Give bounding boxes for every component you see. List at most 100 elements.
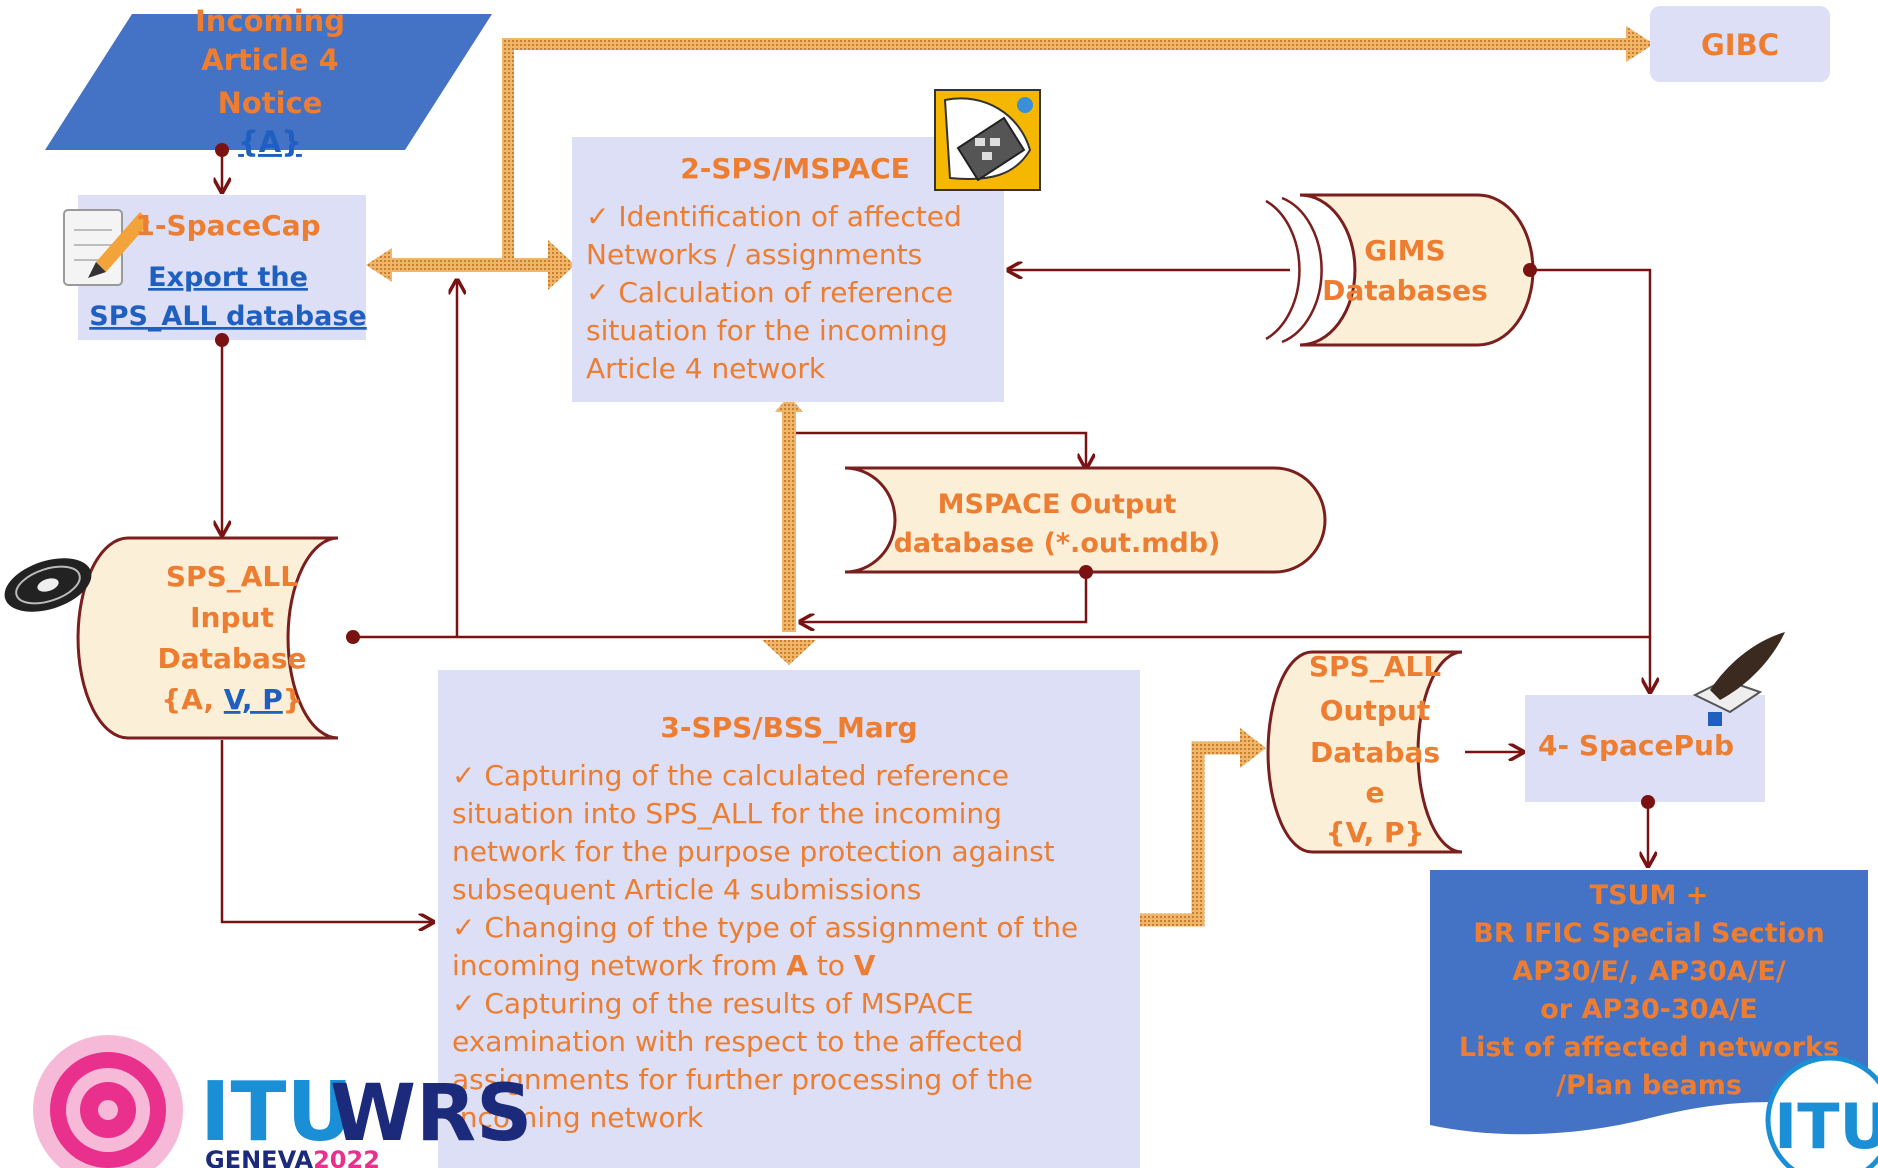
- dot-mspace-output: [1079, 565, 1093, 579]
- connection-dots: [215, 143, 1655, 809]
- spacepub-label: 4- SpacePub: [1538, 729, 1734, 762]
- sps-input-set: {A, V, P}: [161, 683, 302, 716]
- spacecap-link-line-2[interactable]: SPS_ALL database: [89, 301, 367, 332]
- gibc-box-group: GIBC: [1650, 6, 1830, 82]
- arrow-output-to-flow: [800, 572, 1088, 622]
- fat-arrow-head-gibc: [1626, 26, 1654, 62]
- sps-output-line-4: e: [1366, 776, 1385, 809]
- sps-input-line-3: Database: [157, 642, 306, 675]
- mspace-line-3: ✓ Calculation of reference: [586, 276, 953, 309]
- gibc-label: GIBC: [1701, 28, 1779, 62]
- tsum-line-4: or AP30-30A/E: [1540, 994, 1758, 1025]
- fat-arrow-head-output: [1240, 728, 1266, 768]
- fat-arrow-bssmarg-output: [1138, 741, 1245, 927]
- mspace-output-line-1: MSPACE Output: [938, 489, 1177, 520]
- tsum-line-5: List of affected networks: [1459, 1032, 1839, 1063]
- notice-line-2: Article 4: [201, 43, 339, 77]
- spacecap-panel: 1-SpaceCap Export the SPS_ALL database: [63, 195, 367, 340]
- fat-arrow-up-segment: [502, 38, 514, 263]
- logo-wrs-text: WRS: [330, 1069, 532, 1159]
- gims-line-1: GIMS: [1364, 234, 1445, 267]
- sps-output-line-5: {V, P}: [1326, 816, 1425, 849]
- bssmarg-line-2: situation into SPS_ALL for the incoming: [452, 797, 1002, 830]
- bssmarg-line-3: network for the purpose protection again…: [452, 835, 1055, 868]
- mspace-line-1: ✓ Identification of affected: [586, 200, 962, 233]
- bssmarg-box: [438, 670, 1140, 1168]
- tsum-line-6: /Plan beams: [1556, 1070, 1742, 1101]
- arrow-gims-to-spacepub: [1530, 268, 1650, 692]
- notice-shape: [45, 14, 492, 150]
- bssmarg-line-7: ✓ Capturing of the results of MSPACE: [452, 987, 974, 1020]
- notice-link[interactable]: {A}: [238, 125, 302, 159]
- spacecap-link-line-1[interactable]: Export the: [148, 262, 308, 293]
- bssmarg-line-5: ✓ Changing of the type of assignment of …: [452, 911, 1078, 944]
- tsum-line-3: AP30/E/, AP30A/E/: [1512, 956, 1786, 987]
- mspace-box: [572, 137, 1004, 402]
- sps-output-line-3: Databas: [1310, 736, 1440, 769]
- calculator-icon: [934, 89, 1041, 191]
- gims-database: GIMS Databases: [1265, 193, 1535, 347]
- spacepub-panel: 4- SpacePub: [1525, 632, 1785, 802]
- fat-arrow-head-spacecap: [366, 248, 392, 282]
- mspace-line-5: Article 4 network: [586, 352, 826, 385]
- sps-output-shape: [1266, 650, 1463, 854]
- bssmarg-line-10: incoming network: [452, 1101, 704, 1134]
- mspace-output-line-2: database (*.out.mdb): [894, 528, 1221, 559]
- bssmarg-line-6: incoming network from A to V: [452, 949, 876, 982]
- fat-arrow-head-mspace: [548, 240, 575, 290]
- sps-input-line-1: SPS_ALL: [166, 560, 298, 593]
- bssmarg-line-1: ✓ Capturing of the calculated reference: [452, 759, 1009, 792]
- dot-sps-input: [346, 630, 360, 644]
- itu-wrs-logo: ITU WRS GENEVA2022: [33, 1035, 532, 1168]
- mspace-title: 2-SPS/MSPACE: [680, 152, 910, 185]
- fat-arrow-to-gibc-segment: [502, 38, 1630, 50]
- tsum-document: TSUM + BR IFIC Special Section AP30/E/, …: [1430, 870, 1868, 1135]
- tsum-line-1: TSUM +: [1590, 880, 1709, 911]
- bssmarg-title: 3-SPS/BSS_Marg: [660, 711, 917, 744]
- spacepub-box: [1525, 695, 1765, 802]
- fat-arrow-spacecap-mspace: [390, 258, 552, 272]
- mspace-output-database: MSPACE Output database (*.out.mdb): [844, 466, 1327, 574]
- notice-line-3: Notice: [218, 86, 323, 120]
- itu-corner-emblem: ITU: [1765, 1055, 1878, 1168]
- gims-line-2: Databases: [1322, 274, 1488, 307]
- sps-output-database: SPS_ALL Output Databas e {V, P}: [1266, 650, 1463, 854]
- bssmarg-line-8: examination with respect to the affected: [452, 1025, 1023, 1058]
- gims-shape: [1299, 193, 1535, 347]
- sps-output-line-1: SPS_ALL: [1309, 650, 1441, 683]
- mspace-output-shape: [844, 466, 1327, 574]
- dot-spacecap: [215, 333, 229, 347]
- tsum-line-2: BR IFIC Special Section: [1473, 918, 1824, 949]
- fat-arrow-mspace-bssmarg: [782, 410, 796, 632]
- gibc-box: [1650, 6, 1830, 82]
- disc-icon: [4, 558, 92, 612]
- notepad-icon: [63, 209, 150, 286]
- tsum-shape: [1430, 870, 1868, 1135]
- book-quill-icon: [1692, 632, 1785, 726]
- mspace-panel: 2-SPS/MSPACE ✓ Identification of affecte…: [572, 89, 1041, 402]
- bssmarg-line-4: subsequent Article 4 submissions: [452, 873, 921, 906]
- bssmarg-panel: 3-SPS/BSS_Marg ✓ Capturing of the calcul…: [438, 670, 1140, 1168]
- fat-arrow-head-bssmarg: [762, 640, 816, 665]
- logo-itu-text: ITU: [200, 1065, 353, 1160]
- sps-input-line-2: Input: [190, 601, 274, 634]
- sps-output-line-2: Output: [1320, 694, 1430, 727]
- logo-city-year: GENEVA2022: [205, 1146, 380, 1168]
- dot-spacepub: [1641, 795, 1655, 809]
- fat-arrow-head-top: [775, 396, 803, 412]
- arrow-mspace-to-output: [795, 431, 1086, 468]
- spacecap-box: [78, 195, 366, 340]
- notice-line-1: Incoming: [195, 4, 345, 38]
- mspace-line-4: situation for the incoming: [586, 314, 948, 347]
- incoming-notice: Incoming Article 4 Notice {A}: [45, 4, 492, 159]
- spacecap-title: 1-SpaceCap: [135, 209, 320, 242]
- itu-corner-text: ITU: [1774, 1090, 1878, 1163]
- dot-gims: [1523, 263, 1537, 277]
- connectors: [222, 150, 1650, 922]
- mspace-line-2: Networks / assignments: [586, 238, 922, 271]
- arrow-input-to-bssmarg: [220, 740, 433, 922]
- dot-notice: [215, 143, 229, 157]
- bssmarg-line-9: assignments for further processing of th…: [452, 1063, 1033, 1096]
- sps-input-database: SPS_ALL Input Database {A, V, P}: [4, 536, 339, 740]
